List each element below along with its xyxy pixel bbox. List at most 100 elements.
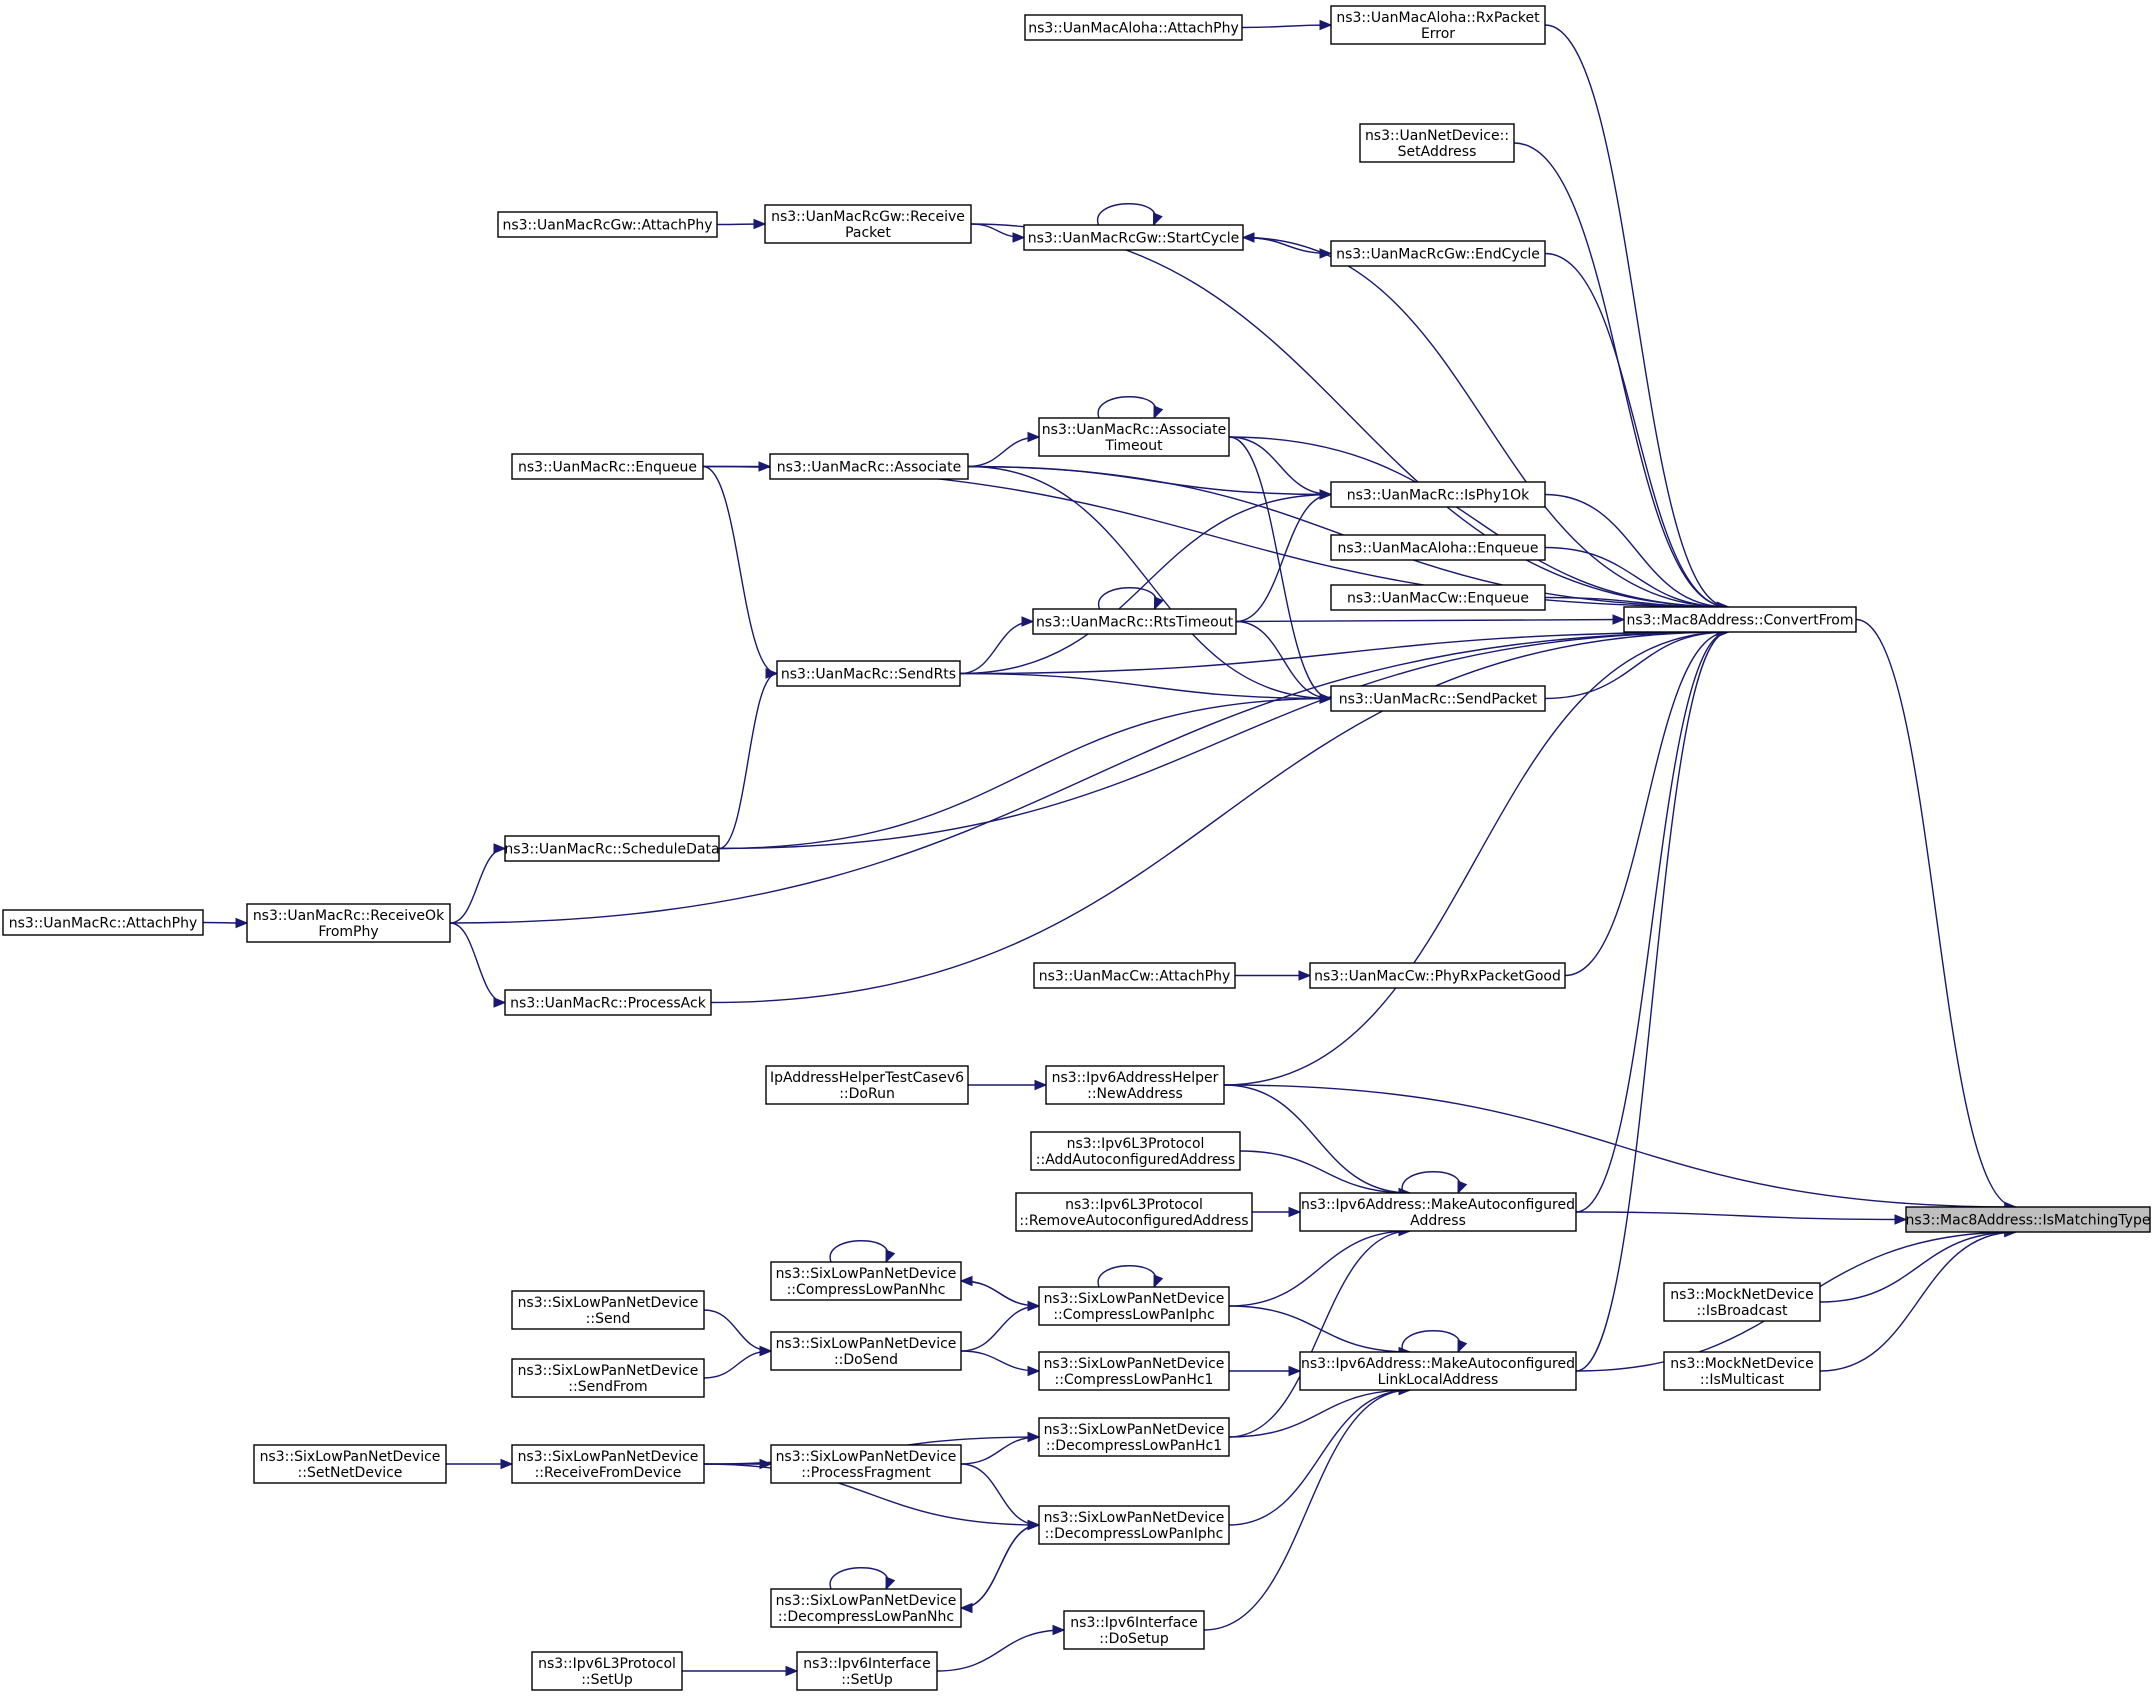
node-six-chc1[interactable]: ns3::SixLowPanNetDevice::CompressLowPanH… (1038, 1351, 1230, 1391)
node-six-cnhc[interactable]: ns3::SixLowPanNetDevice::CompressLowPanN… (770, 1261, 962, 1301)
edge-rc-assoc-to-to-rc-assoc-to (1097, 396, 1164, 420)
edge-rc-assoc-to-rc-assoc-to (967, 431, 1041, 468)
node-mock-mcast[interactable]: ns3::MockNetDevice::IsMulticast (1663, 1351, 1821, 1391)
node-six-send[interactable]: ns3::SixLowPanNetDevice::Send (511, 1290, 705, 1330)
edge-six-sendfrom-to-six-dosend (703, 1345, 773, 1379)
node-label: ::CompressLowPanIphc (1053, 1307, 1214, 1323)
node-box (1359, 123, 1515, 163)
edge-rc-assoc-to-rc-isphy (967, 465, 1333, 500)
node-makell[interactable]: ns3::Ipv6Address::MakeAutoconfiguredLink… (1299, 1351, 1577, 1391)
node-ipv6l3-setup[interactable]: ns3::Ipv6L3Protocol::SetUp (531, 1651, 683, 1691)
edge-rc-sched-to-rc-sendrts (718, 668, 779, 850)
edge-ipv6l3-setup-to-ipv6if-setup (682, 1665, 799, 1677)
node-rc-sendpkt[interactable]: ns3::UanMacRc::SendPacket (1330, 685, 1546, 712)
node-label: ns3::SixLowPanNetDevice (776, 1266, 957, 1282)
node-label: SetAddress (1398, 144, 1477, 160)
node-label: ns3::UanMacAloha::Enqueue (1337, 541, 1538, 557)
node-rc-enqueue[interactable]: ns3::UanMacRc::Enqueue (511, 453, 704, 480)
node-rc-rtsto[interactable]: ns3::UanMacRc::RtsTimeout (1032, 608, 1237, 635)
node-label: ns3::MockNetDevice (1670, 1356, 1813, 1372)
node-addauto[interactable]: ns3::Ipv6L3Protocol::AddAutoconfiguredAd… (1030, 1131, 1241, 1171)
node-label: ns3::Ipv6L3Protocol (538, 1656, 676, 1672)
node-label: Timeout (1104, 438, 1163, 454)
node-rc-assoc[interactable]: ns3::UanMacRc::Associate (769, 453, 969, 480)
node-label: LinkLocalAddress (1378, 1372, 1499, 1388)
edge-ipv6if-dosetup-to-makell (1203, 1384, 1412, 1631)
edge-rc-sendrts-to-rc-rtsto (959, 616, 1035, 675)
edge-six-dosend-to-six-ciphc (960, 1300, 1041, 1352)
node-label: ::DoSend (834, 1352, 898, 1368)
node-box (1330, 534, 1546, 561)
node-newaddr[interactable]: ns3::Ipv6AddressHelper::NewAddress (1045, 1065, 1225, 1105)
node-box (1015, 1192, 1253, 1232)
node-mock-bcast[interactable]: ns3::MockNetDevice::IsBroadcast (1663, 1282, 1821, 1322)
edge-rc-rtsto-to-rc-rtsto (1098, 587, 1164, 611)
node-label: ns3::SixLowPanNetDevice (1044, 1422, 1225, 1438)
node-box (1330, 481, 1546, 508)
node-convertfrom[interactable]: ns3::Mac8Address::ConvertFrom (1623, 606, 1857, 633)
node-label: ns3::UanMacCw::AttachPhy (1039, 969, 1231, 985)
node-box (1623, 606, 1857, 633)
node-six-recvfrom[interactable]: ns3::SixLowPanNetDevice::ReceiveFromDevi… (511, 1444, 705, 1484)
node-label: ns3::UanMacRc::ReceiveOk (253, 908, 445, 924)
node-label: ns3::Ipv6Interface (803, 1656, 930, 1672)
edge-iptest-to-newaddr (968, 1079, 1048, 1091)
node-six-dnhc[interactable]: ns3::SixLowPanNetDevice::DecompressLowPa… (770, 1588, 962, 1628)
node-aloha-enq[interactable]: ns3::UanMacAloha::Enqueue (1330, 534, 1546, 561)
edge-aloha-rxerr-to-convertfrom (1544, 24, 1730, 613)
edge-rc-attach-to-rc-recvok (202, 917, 249, 929)
node-box (246, 903, 451, 943)
node-label: ns3::UanMacRcGw::EndCycle (1336, 247, 1540, 263)
node-rcgw-attach[interactable]: ns3::UanMacRcGw::AttachPhy (497, 211, 718, 238)
node-makeauto[interactable]: ns3::Ipv6Address::MakeAutoconfiguredAddr… (1299, 1192, 1577, 1232)
node-box (1038, 417, 1230, 457)
node-six-procfrag[interactable]: ns3::SixLowPanNetDevice::ProcessFragment (770, 1444, 962, 1484)
edge-rcgw-start-to-rcgw-start (1097, 203, 1163, 227)
node-label: ns3::SixLowPanNetDevice (1044, 1291, 1225, 1307)
node-rcgw-start[interactable]: ns3::UanMacRcGw::StartCycle (1023, 224, 1244, 251)
node-cw-phyrx[interactable]: ns3::UanMacCw::PhyRxPacketGood (1309, 962, 1566, 989)
edge-rc-recvok-to-rc-ack (449, 922, 507, 1008)
node-rcgw-end[interactable]: ns3::UanMacRcGw::EndCycle (1330, 240, 1546, 267)
node-cw-attach[interactable]: ns3::UanMacCw::AttachPhy (1033, 962, 1236, 989)
node-label: ::Send (586, 1311, 631, 1327)
node-label: ns3::MockNetDevice (1670, 1287, 1813, 1303)
node-rc-sendrts[interactable]: ns3::UanMacRc::SendRts (776, 660, 961, 687)
node-iptest[interactable]: IpAddressHelperTestCasev6::DoRun (765, 1065, 969, 1105)
edge-rc-assoc-to-rc-sendpkt (967, 465, 1333, 704)
node-label: ns3::UanMacRc::RtsTimeout (1036, 615, 1234, 631)
node-six-ciphc[interactable]: ns3::SixLowPanNetDevice::CompressLowPanI… (1038, 1286, 1230, 1326)
node-rc-isphy[interactable]: ns3::UanMacRc::IsPhy1Ok (1330, 481, 1546, 508)
node-six-dosend[interactable]: ns3::SixLowPanNetDevice::DoSend (770, 1331, 962, 1371)
node-six-dhc1[interactable]: ns3::SixLowPanNetDevice::DecompressLowPa… (1038, 1417, 1230, 1457)
node-label: ::CompressLowPanHc1 (1055, 1372, 1214, 1388)
node-cw-enq[interactable]: ns3::UanMacCw::Enqueue (1330, 584, 1546, 611)
edge-cw-phyrx-to-convertfrom (1564, 626, 1730, 977)
node-label: ns3::SixLowPanNetDevice (1044, 1510, 1225, 1526)
node-aloha-attach[interactable]: ns3::UanMacAloha::AttachPhy (1024, 14, 1243, 41)
node-label: ns3::UanMacRc::Associate (777, 460, 961, 476)
edge-ipv6if-setup-to-ipv6if-dosetup (936, 1624, 1066, 1672)
node-six-sendfrom[interactable]: ns3::SixLowPanNetDevice::SendFrom (511, 1358, 705, 1398)
node-remauto[interactable]: ns3::Ipv6L3Protocol::RemoveAutoconfigure… (1015, 1192, 1253, 1232)
node-label: ::SetUp (841, 1672, 893, 1688)
node-rc-attach[interactable]: ns3::UanMacRc::AttachPhy (2, 909, 204, 936)
node-rc-ack[interactable]: ns3::UanMacRc::ProcessAck (504, 989, 712, 1016)
node-label: ::NewAddress (1087, 1086, 1183, 1102)
edge-six-setnet-to-six-recvfrom (446, 1458, 514, 1470)
node-box (1032, 608, 1237, 635)
node-six-diphc[interactable]: ns3::SixLowPanNetDevice::DecompressLowPa… (1038, 1505, 1230, 1545)
node-box (1309, 962, 1566, 989)
node-root[interactable]: ns3::Mac8Address::IsMatchingType (1905, 1206, 2151, 1233)
node-rc-sched[interactable]: ns3::UanMacRc::ScheduleData (504, 835, 720, 862)
node-uannet-set[interactable]: ns3::UanNetDevice::SetAddress (1359, 123, 1515, 163)
node-box (1330, 685, 1546, 712)
node-six-setnet[interactable]: ns3::SixLowPanNetDevice::SetNetDevice (253, 1444, 447, 1484)
node-ipv6if-setup[interactable]: ns3::Ipv6Interface::SetUp (796, 1651, 938, 1691)
node-ipv6if-dosetup[interactable]: ns3::Ipv6Interface::DoSetup (1063, 1610, 1205, 1650)
edge-rc-enqueue-to-rc-assoc (703, 461, 772, 472)
